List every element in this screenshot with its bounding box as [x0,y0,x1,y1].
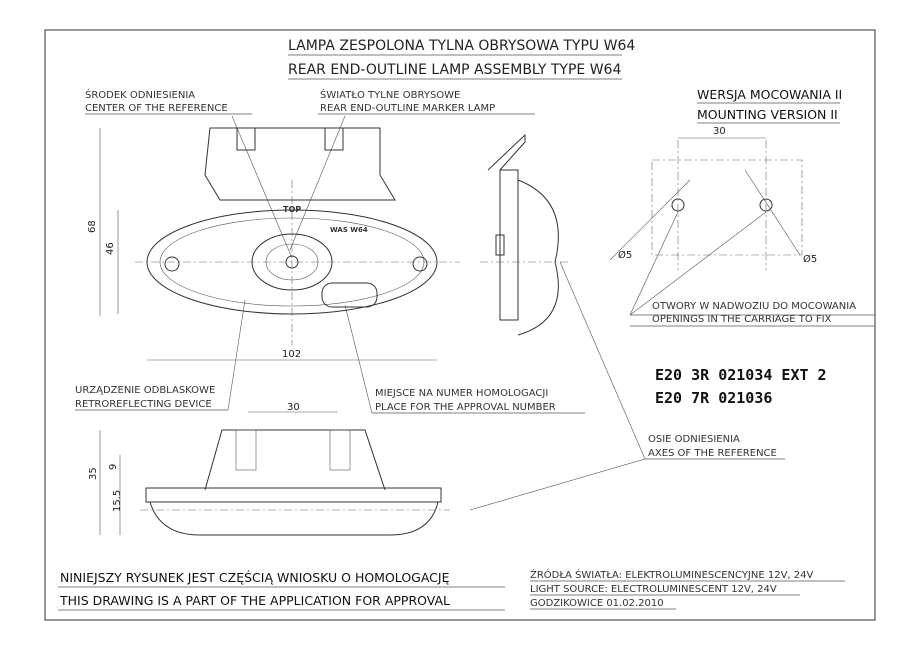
footer-note-en: THIS DRAWING IS A PART OF THE APPLICATIO… [59,593,450,608]
dim-hole-spacing-top: 30 [713,126,726,137]
center-ref-label-en: CENTER OF THE REFERENCE [85,103,228,114]
lamp-top-mark: TOP [283,205,301,214]
title-pl: LAMPA ZESPOLONA TYLNA OBRYSOWA TYPU W64 [288,38,635,54]
light-source-pl: ŹRÓDŁA ŚWIATŁA: ELEKTROLUMINESCENCYJNE 1… [530,568,814,581]
marker-lamp-label-en: REAR END-OUTLINE MARKER LAMP [320,103,495,114]
drawing-frame [44,29,876,621]
dim-hole-spacing-bottom: 30 [287,402,300,413]
dim-side-height: 35 [88,467,99,480]
dim-width: 102 [282,349,301,360]
approval-place-label-en: PLACE FOR THE APPROVAL NUMBER [375,402,556,413]
approval-code-1: E20 3R 021034 EXT 2 [655,366,827,384]
place-date: GODZIKOWICE 01.02.2010 [530,598,664,609]
center-ref-leader [231,115,293,259]
title-en: REAR END-OUTLINE LAMP ASSEMBLY TYPE W64 [288,62,621,78]
light-source-en: LIGHT SOURCE: ELECTROLUMINESCENT 12V, 24… [530,584,777,595]
dim-hole-dia-right: Ø5 [803,253,817,265]
openings-label-en: OPENINGS IN THE CARRIAGE TO FIX [652,314,832,325]
openings-label-pl: OTWORY W NADWOZIU DO MOCOWANIA [652,301,856,312]
dim-hole-dia-left: Ø5 [618,249,632,261]
axes-label-en: AXES OF THE REFERENCE [648,448,777,459]
retro-label-pl: URZĄDZENIE ODBLASKOWE [75,385,215,396]
bottom-view: 30 35 9 15.5 [88,402,450,536]
dim-side-15-5: 15.5 [112,490,123,512]
marker-lamp-label-pl: ŚWIATŁO TYLNE OBRYSOWE [320,88,460,101]
center-ref-label-pl: ŚRODEK ODNIESIENIA [85,88,195,101]
axes-label-pl: OSIE ODNIESIENIA [648,434,740,445]
dim-height-total: 68 [87,220,98,233]
footer-note-pl: NINIEJSZY RYSUNEK JEST CZĘŚCIĄ WNIOSKU O… [60,570,450,585]
retro-label-en: RETROREFLECTING DEVICE [75,399,212,410]
mounting-label-pl: WERSJA MOCOWANIA II [697,87,842,102]
approval-code-2: E20 7R 021036 [655,389,772,407]
side-view [480,133,570,336]
mounting-diagram: 30 Ø5 Ø5 [609,126,817,316]
front-view: TOP WAS W64 [135,127,460,345]
lamp-type-mark: WAS W64 [330,226,368,234]
dim-height-lens: 46 [105,242,116,255]
approval-place-label-pl: MIEJSCE NA NUMER HOMOLOGACJI [375,388,548,399]
mounting-label-en: MOUNTING VERSION II [697,107,838,122]
dim-side-9: 9 [108,464,119,470]
